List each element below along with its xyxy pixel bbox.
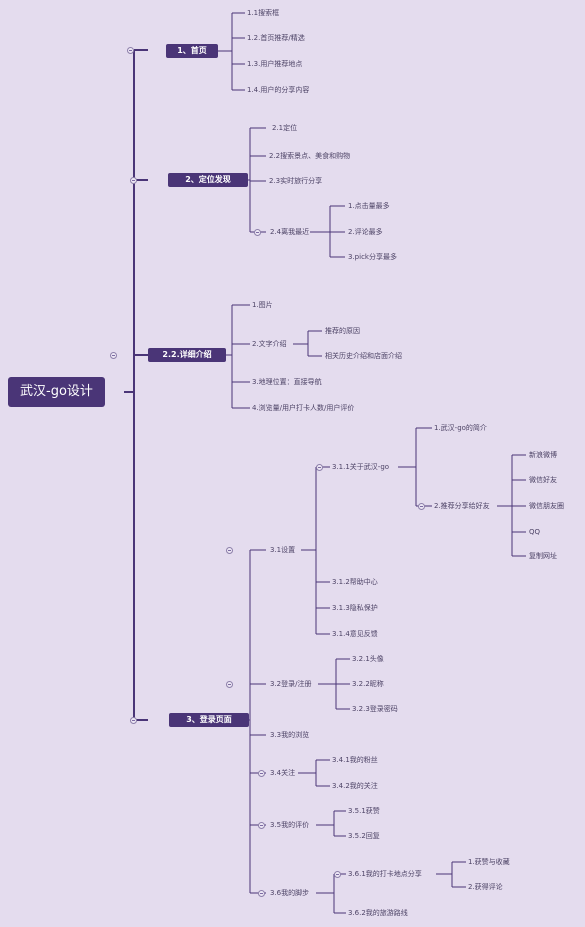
branch-location[interactable]: 2、定位发现 xyxy=(168,173,248,187)
node-label[interactable]: 1.2.首页推荐/精选 xyxy=(247,34,305,42)
collapse-toggle-icon[interactable] xyxy=(226,547,233,554)
node-label[interactable]: 1.1搜索框 xyxy=(247,9,280,17)
node-label[interactable]: 1.获赞与收藏 xyxy=(468,858,510,866)
collapse-toggle-icon[interactable] xyxy=(127,47,134,54)
node-label[interactable]: 3.5我的评价 xyxy=(270,821,310,829)
node-label[interactable]: 2.获得评论 xyxy=(468,883,503,891)
node-label[interactable]: 3.1.2帮助中心 xyxy=(332,578,378,586)
branch-login[interactable]: 3、登录页面 xyxy=(169,713,249,727)
node-label[interactable]: 2.1定位 xyxy=(272,124,298,132)
node-label[interactable]: 3.2登录/注册 xyxy=(270,680,312,688)
node-label[interactable]: 3.1.4意见反馈 xyxy=(332,630,378,638)
collapse-toggle-icon[interactable] xyxy=(130,177,137,184)
root-node[interactable]: 武汉-go设计 xyxy=(8,377,105,407)
collapse-toggle-icon[interactable] xyxy=(334,871,341,878)
node-label[interactable]: 3.2.1头像 xyxy=(352,655,384,663)
node-label[interactable]: 1.3.用户推荐地点 xyxy=(247,60,303,68)
node-label[interactable]: 3.5.2回复 xyxy=(348,832,380,840)
node-label[interactable]: 3.6.2我的旅游路线 xyxy=(348,909,408,917)
node-label[interactable]: 微信朋友圈 xyxy=(529,502,564,510)
node-label[interactable]: 相关历史介绍和店面介绍 xyxy=(325,352,402,360)
node-label[interactable]: 2.评论最多 xyxy=(348,228,383,236)
node-label[interactable]: 3.4.2我的关注 xyxy=(332,782,378,790)
collapse-toggle-icon[interactable] xyxy=(316,464,323,471)
collapse-toggle-icon[interactable] xyxy=(226,681,233,688)
node-label[interactable]: 1.4.用户的分享内容 xyxy=(247,86,310,94)
node-label[interactable]: 1.武汉-go的简介 xyxy=(434,424,487,432)
branch-detail[interactable]: 2.2.详细介绍 xyxy=(148,348,226,362)
node-label[interactable]: 3.3我的浏览 xyxy=(270,731,310,739)
node-label[interactable]: 3.4关注 xyxy=(270,769,296,777)
collapse-toggle-icon[interactable] xyxy=(110,352,117,359)
branch-home[interactable]: 1、首页 xyxy=(166,44,218,58)
node-label[interactable]: 新浪微博 xyxy=(529,451,557,459)
node-label[interactable]: 3.1设置 xyxy=(270,546,296,554)
node-label[interactable]: 3.2.2昵称 xyxy=(352,680,384,688)
collapse-toggle-icon[interactable] xyxy=(258,770,265,777)
node-label[interactable]: 3.6我的脚步 xyxy=(270,889,310,897)
node-label[interactable]: 复制网址 xyxy=(529,552,557,560)
node-label[interactable]: 微信好友 xyxy=(529,476,557,484)
collapse-toggle-icon[interactable] xyxy=(254,229,261,236)
node-label[interactable]: 3.1.3隐私保护 xyxy=(332,604,378,612)
node-label[interactable]: 3.2.3登录密码 xyxy=(352,705,398,713)
node-label[interactable]: 3.pick分享最多 xyxy=(348,253,397,261)
collapse-toggle-icon[interactable] xyxy=(418,503,425,510)
node-label[interactable]: 3.地理位置：直接导航 xyxy=(252,378,322,386)
node-label[interactable]: 2.文字介绍 xyxy=(252,340,287,348)
node-label[interactable]: 2.4离我最近 xyxy=(270,228,310,236)
node-label[interactable]: 1.点击量最多 xyxy=(348,202,390,210)
collapse-toggle-icon[interactable] xyxy=(258,822,265,829)
node-label[interactable]: 1.图片 xyxy=(252,301,273,309)
node-label[interactable]: 2.3实时旅行分享 xyxy=(269,177,323,185)
collapse-toggle-icon[interactable] xyxy=(130,717,137,724)
node-label[interactable]: 推荐的原因 xyxy=(325,327,360,335)
node-label[interactable]: 3.1.1关于武汉-go xyxy=(332,463,390,471)
node-label[interactable]: 3.5.1获赞 xyxy=(348,807,380,815)
node-label[interactable]: 3.6.1我的打卡地点分享 xyxy=(348,870,422,878)
node-label[interactable]: 2.推荐分享给好友 xyxy=(434,502,490,510)
collapse-toggle-icon[interactable] xyxy=(258,890,265,897)
node-label[interactable]: 2.2搜索景点、美食和购物 xyxy=(269,152,351,160)
node-label[interactable]: 3.4.1我的粉丝 xyxy=(332,756,378,764)
node-label[interactable]: 4.浏览量/用户打卡人数/用户评价 xyxy=(252,404,355,412)
node-label[interactable]: QQ xyxy=(529,528,541,536)
